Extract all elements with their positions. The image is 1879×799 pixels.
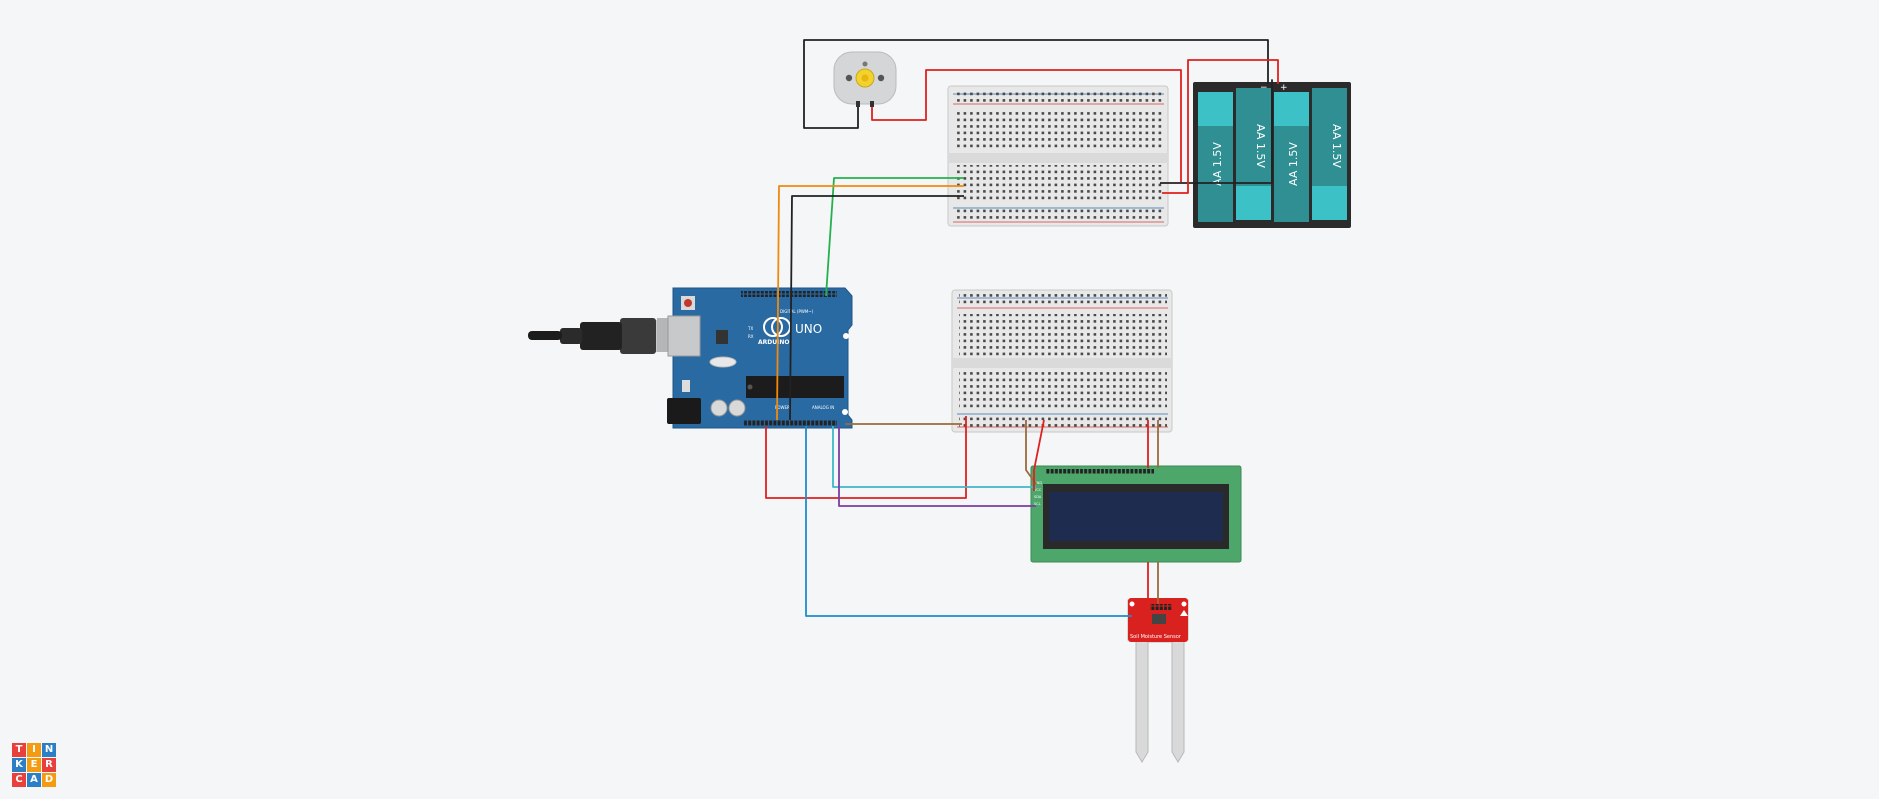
battery-cell-1 — [1198, 92, 1233, 222]
lcd-pin-scl: SCL — [1034, 502, 1041, 506]
battery-cell-2 — [1236, 88, 1271, 220]
battery-pos-mark: + — [1280, 83, 1288, 93]
battery-cell-label-4: AA 1.5V — [1330, 124, 1343, 168]
lcd-pin-vcc: VCC — [1034, 488, 1042, 492]
battery-cell-label-3: AA 1.5V — [1287, 142, 1300, 186]
battery-neg-mark: − — [1260, 83, 1268, 93]
wire-sensor-blue[interactable] — [805, 426, 1132, 617]
arduino-digital-label: DIGITAL (PWM~) — [780, 309, 814, 314]
battery-cell-label-2: AA 1.5V — [1254, 124, 1267, 168]
wire-lcd-gnd-brown[interactable] — [1025, 420, 1037, 485]
breadboard-bottom[interactable] — [951, 289, 1173, 433]
logo-letter: E — [27, 758, 41, 772]
wire-lcd-sda-teal[interactable] — [832, 426, 1036, 488]
lcd-pin-gnd: GND — [1034, 481, 1042, 485]
wire-black-ground[interactable] — [789, 195, 964, 421]
logo-letter: T — [12, 743, 26, 757]
arduino-rx-label: RX — [748, 334, 754, 339]
logo-letter: R — [42, 758, 56, 772]
dc-motor[interactable] — [833, 51, 897, 107]
battery-cell-4 — [1312, 88, 1347, 220]
soil-sensor-label: Soil Moisture Sensor — [1130, 634, 1182, 640]
wire-lcd-scl-purple[interactable] — [838, 426, 1036, 507]
wire-green-signal[interactable] — [825, 177, 964, 297]
logo-letter: D — [42, 773, 56, 787]
wire-motor-black[interactable] — [803, 39, 1269, 129]
arduino-model: UNO — [795, 322, 822, 336]
soil-moisture-sensor[interactable]: Soil Moisture Sensor — [1127, 598, 1189, 763]
lcd-display[interactable]: GND VCC SDA SCL — [1030, 465, 1242, 563]
wires[interactable] — [765, 39, 1279, 617]
logo-letter: A — [27, 773, 41, 787]
arduino-brand: ARDUINO — [758, 339, 789, 346]
wire-lcd-vcc-red[interactable] — [1033, 419, 1045, 491]
arduino-analog-label: ANALOG IN — [812, 405, 834, 410]
battery-cell-3 — [1274, 92, 1309, 222]
lcd-pin-sda: SDA — [1034, 495, 1042, 499]
arduino-tx-label: TX — [747, 326, 753, 331]
battery-cell-label-1: AA 1.5V — [1211, 142, 1224, 186]
tinkercad-logo: T I N K E R C A D — [12, 743, 56, 787]
wire-orange-power[interactable] — [776, 185, 964, 421]
arduino-power-label: POWER — [775, 405, 790, 410]
wire-arduino-red-5v[interactable] — [765, 416, 967, 499]
usb-cable[interactable] — [528, 318, 680, 354]
arduino-uno[interactable]: ARDUINO UNO DIGITAL (PWM~) POWER ANALOG … — [657, 287, 853, 429]
logo-letter: C — [12, 773, 26, 787]
logo-letter: K — [12, 758, 26, 772]
wire-battery-red[interactable] — [1162, 59, 1279, 194]
wire-motor-red[interactable] — [871, 69, 1182, 182]
logo-letter: I — [27, 743, 41, 757]
wire-battery-black[interactable] — [1160, 79, 1273, 184]
logo-letter: N — [42, 743, 56, 757]
breadboard-top[interactable] — [947, 85, 1169, 227]
